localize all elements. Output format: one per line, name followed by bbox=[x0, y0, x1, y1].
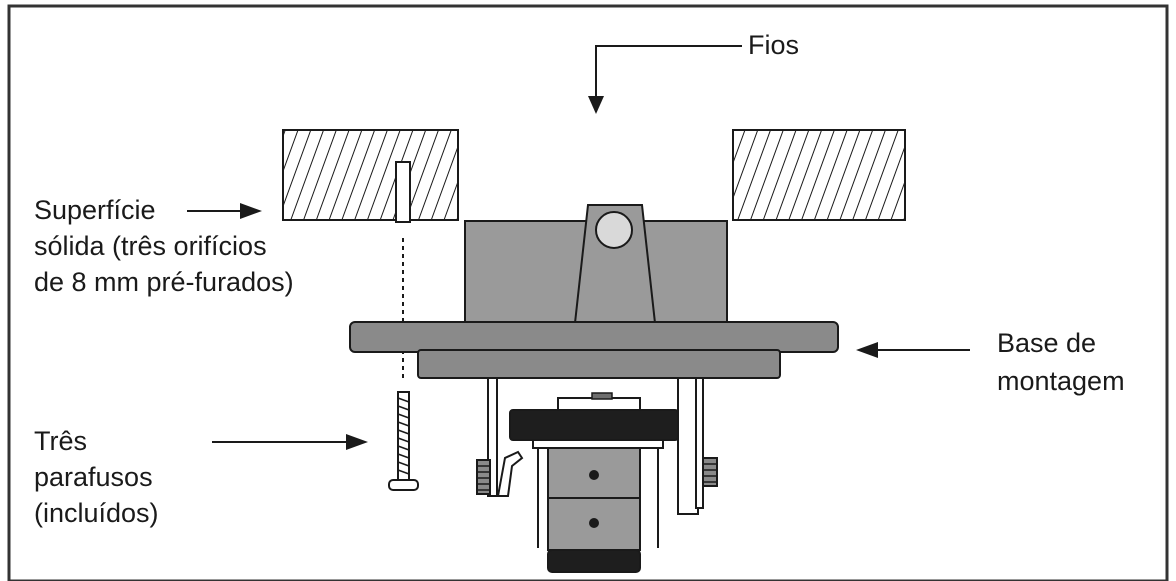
arrow-surface bbox=[187, 203, 262, 219]
knob-right bbox=[702, 457, 718, 487]
label-screws-line3: (incluídos) bbox=[34, 498, 159, 528]
predrilled-hole bbox=[395, 161, 411, 223]
label-screws-line2: parafusos bbox=[34, 462, 153, 492]
label-surface-line3: de 8 mm pré-furados) bbox=[34, 267, 294, 297]
label-base-line1: Base de bbox=[997, 328, 1097, 358]
camera-dark-housing bbox=[509, 409, 679, 441]
support-post-left bbox=[487, 377, 498, 497]
mounting-base-lower-plate bbox=[417, 349, 781, 379]
screw bbox=[388, 391, 419, 491]
camera-screw-bottom bbox=[589, 518, 599, 528]
arrow-wires bbox=[588, 45, 742, 114]
camera-top-cap bbox=[557, 397, 641, 411]
label-wires: Fios bbox=[748, 30, 800, 60]
label-base-line2: montagem bbox=[997, 366, 1125, 396]
ceiling-surface-right bbox=[732, 129, 906, 221]
camera-collar bbox=[532, 439, 664, 449]
mounting-base-plate bbox=[349, 321, 839, 353]
ceiling-surface-left bbox=[282, 129, 459, 223]
knob-left bbox=[476, 459, 491, 495]
label-screws-line1: Três bbox=[34, 426, 87, 456]
label-surface-line2: sólida (três orifícios bbox=[34, 231, 267, 261]
support-post-right-inner bbox=[695, 377, 704, 509]
wire-entry-hole bbox=[595, 211, 633, 249]
label-surface-line1: Superfície bbox=[34, 195, 156, 225]
diagram-frame bbox=[7, 4, 1169, 581]
camera-lens-cap bbox=[547, 549, 641, 573]
camera-screw-top bbox=[589, 470, 599, 480]
camera-top-knob bbox=[591, 392, 613, 400]
latch-clip bbox=[496, 450, 524, 497]
arrow-base bbox=[856, 342, 970, 358]
arrow-screws bbox=[212, 434, 368, 450]
